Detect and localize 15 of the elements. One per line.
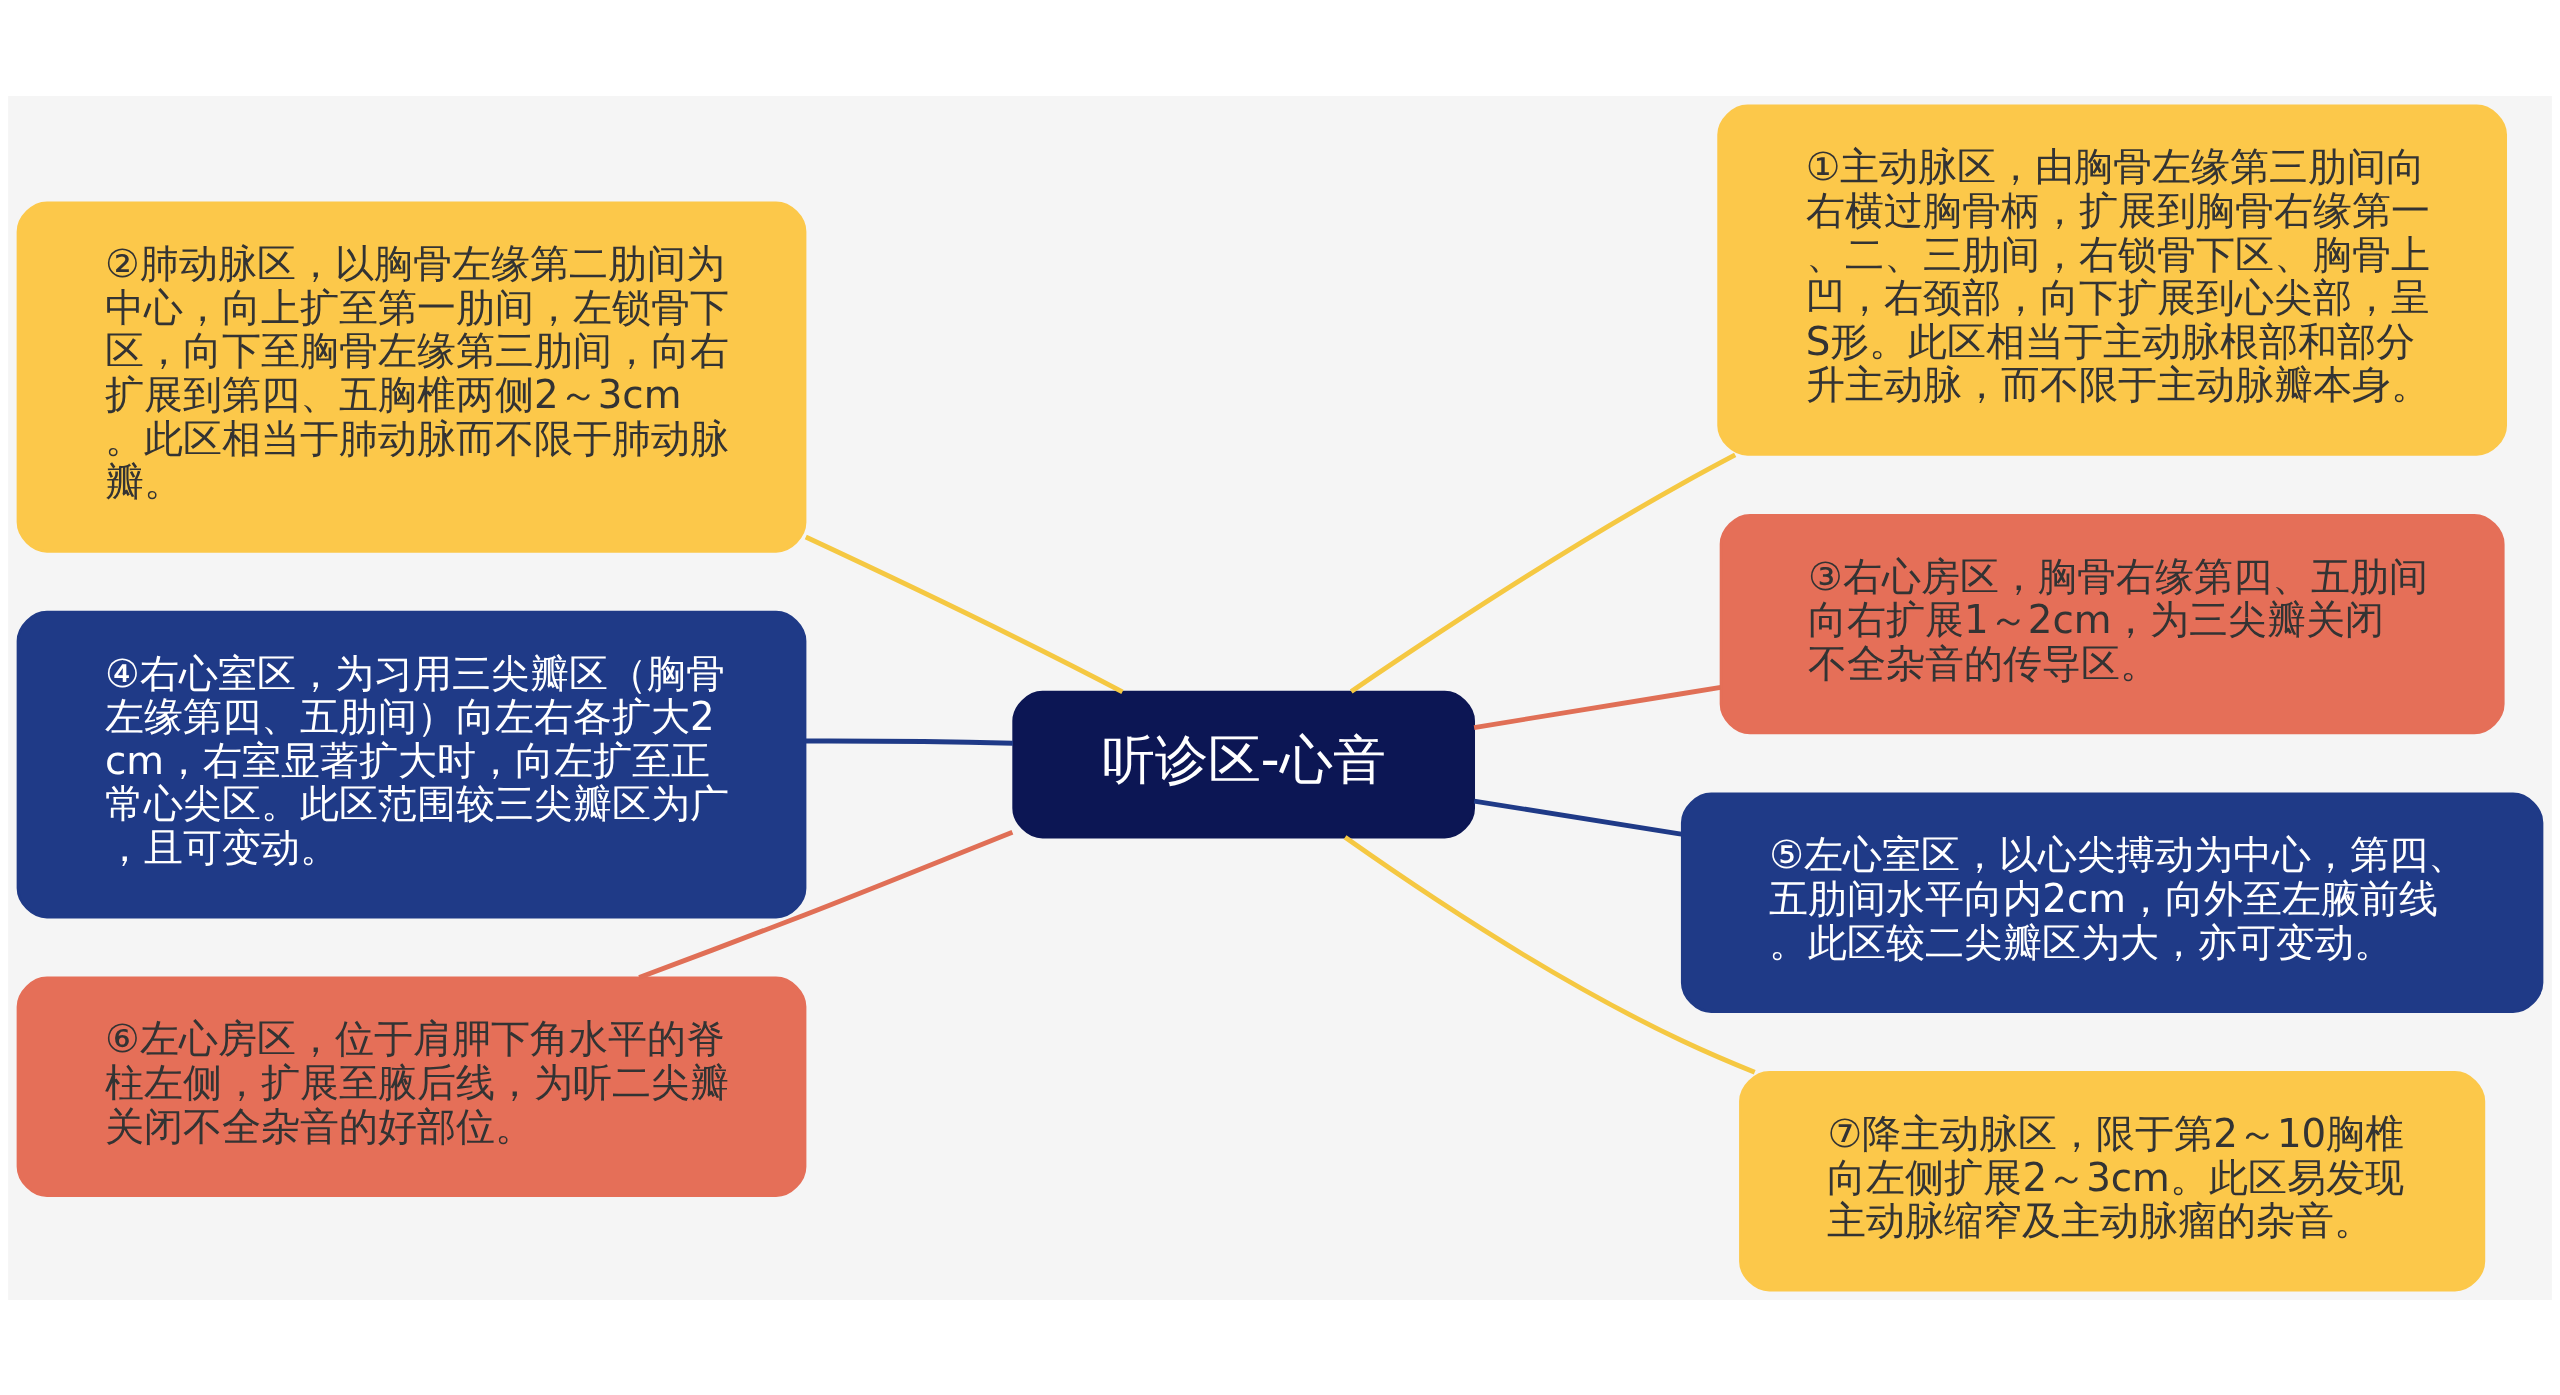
node-box: ⑤左心室区，以心尖搏动为中心，第四、五肋间水平向内2cm，向外至左腋前线。此区较二尖瓣区为大，亦可变动。 <box>1680 792 2544 1013</box>
node-box: 听诊区-心音 <box>1012 690 1475 838</box>
connector <box>1343 834 1756 1074</box>
node-box: ⑦降主动脉区，限于第2～10胸椎向左侧扩展2～3cm。此区易发现主动脉缩窄及主动脉瘤的杂音。 <box>1739 1070 2486 1291</box>
node-box: ②肺动脉区，以胸骨左缘第二肋间为中心，向上扩至第一肋间，左锁骨下区，向下至胸骨左缘第三肋间，向右扩展到第四、五胸椎两侧2～3cm。此区相当于肺动脉而不限于肺动脉瓣。 <box>16 200 807 553</box>
connector <box>804 534 1124 694</box>
node-box: ④右心室区，为习用三尖瓣区（胸骨左缘第四、五肋间）向左右各扩大2cm，右室显著扩大时，向左扩至正常心尖区。此区范围较三尖瓣区为广，且可变动。 <box>16 610 807 918</box>
node-box: ③右心房区，胸骨右缘第四、五肋间向右扩展1～2cm，为三尖瓣关闭不全杂音的传导区。 <box>1719 513 2505 734</box>
connector <box>1349 452 1737 693</box>
connector <box>805 738 1013 746</box>
connector <box>1473 798 1682 837</box>
node-box: ⑥左心房区，位于肩胛下角水平的脊柱左侧，扩展至腋后线，为听二尖瓣关闭不全杂音的好部位。 <box>16 976 807 1197</box>
node-box: ①主动脉区，由胸骨左缘第三肋间向右横过胸骨柄，扩展到胸骨右缘第一、二、三肋间，右锁骨下区、胸骨上凹，右颈部，向下扩展到心尖部，呈S形。此区相当于主动脉根部和部分升主动脉，而不限于主动脉瓣本身。 <box>1717 104 2507 456</box>
connector <box>638 829 1014 980</box>
connector <box>1473 684 1722 730</box>
